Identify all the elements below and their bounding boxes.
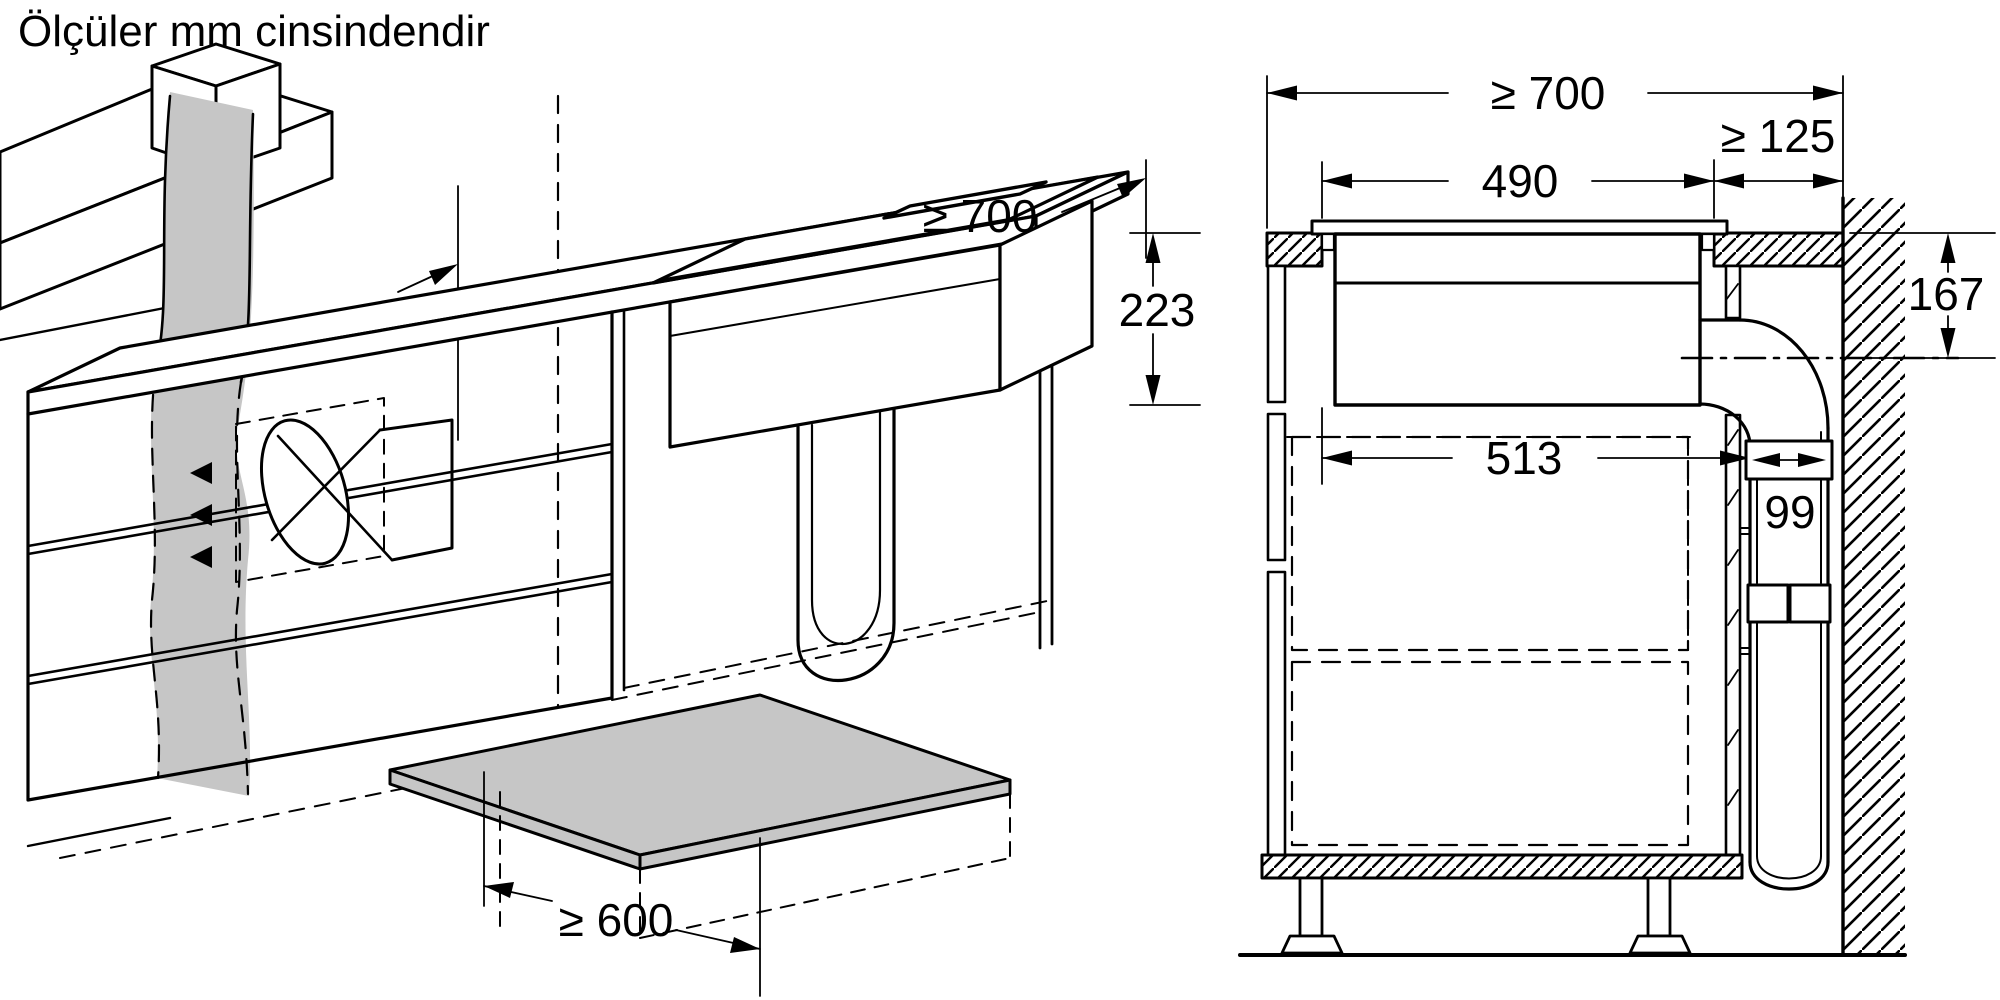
dim-label-worktop-to-wall: ≥ 700	[1491, 67, 1606, 119]
hob-body-section	[1333, 232, 1702, 407]
hob-glass-section	[1310, 219, 1729, 252]
airflow-arrows	[190, 462, 212, 568]
adjustable-feet	[1280, 876, 1692, 955]
duct-transition-piece	[190, 397, 454, 583]
dim-label-duct-width: 99	[1764, 486, 1815, 538]
dim-label-clearance-above: ≥ 700	[923, 190, 1038, 242]
vent-slot	[882, 180, 1048, 220]
dimension-worktop-to-wall: ≥ 700	[1266, 67, 1844, 229]
bottom-shelf-panel	[388, 693, 1012, 939]
page-title: Ölçüler mm cinsindendir	[18, 7, 490, 56]
left-perspective-diagram: ≥ 700 ≥ 600	[0, 42, 1147, 997]
dimension-clearance-above: ≥ 700	[923, 159, 1147, 259]
dimension-duct-width: 99	[1744, 439, 1834, 538]
dimension-duct-axis: 167	[1849, 232, 1996, 359]
dimension-appliance-width: 513	[1286, 407, 1751, 651]
dimension-rear-clearance: ≥ 125	[1713, 110, 1844, 219]
vertical-flat-duct	[1739, 426, 1832, 891]
hob-glass	[651, 175, 1100, 285]
dim-label-cutout-width: 490	[1482, 155, 1559, 207]
dim-label-worktop-depth: ≥ 600	[559, 894, 674, 946]
hidden-interior-dashed	[1290, 435, 1690, 847]
flexible-duct-strip	[149, 92, 255, 796]
dimension-installation-depth: 223	[1119, 232, 1201, 406]
duct-coupling	[1746, 583, 1832, 624]
dim-label-installation-depth: 223	[1119, 284, 1196, 336]
dim-label-rear-clearance: ≥ 125	[1721, 110, 1836, 162]
dim-label-duct-axis: 167	[1908, 268, 1985, 320]
duct-elbow	[1698, 318, 1830, 448]
dimension-cutout-width: 490	[1321, 155, 1715, 219]
dim-label-appliance-width: 513	[1486, 432, 1563, 484]
under-counter-duct	[796, 408, 896, 683]
right-section-diagram: ≥ 700 ≥ 125 490 223	[1119, 67, 1996, 957]
cabinet-bottom-panel	[1260, 853, 1744, 880]
dimension-worktop-depth: ≥ 600	[483, 771, 761, 997]
hob-body-box	[668, 199, 1094, 449]
wall-section	[1841, 196, 1905, 957]
